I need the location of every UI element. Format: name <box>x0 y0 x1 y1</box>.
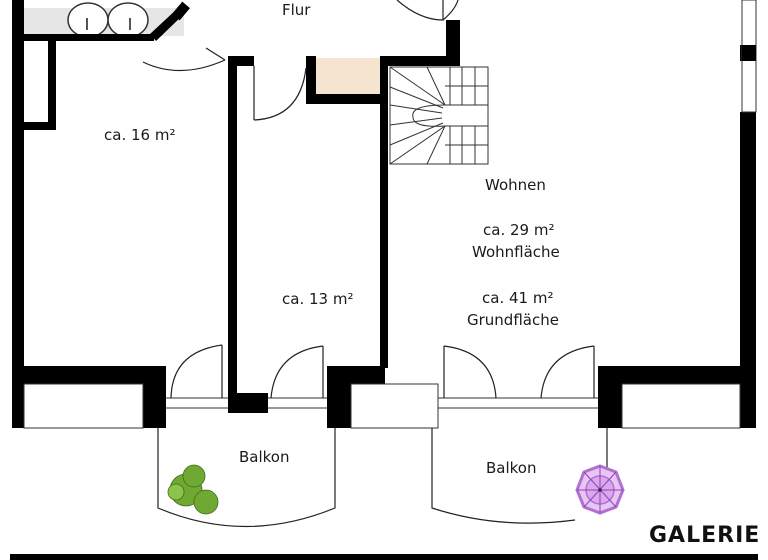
floor-area-value: ca. 41 m² <box>482 289 554 307</box>
balcony-right-label: Balkon <box>486 459 537 477</box>
room-name-wohnen: Wohnen <box>485 176 546 194</box>
plant-icon <box>167 464 219 515</box>
walls <box>10 0 758 560</box>
section-label-galerie: GALERIE <box>649 523 761 548</box>
living-area-label: Wohnfläche <box>472 243 560 261</box>
living-area-value: ca. 29 m² <box>483 221 555 239</box>
floor-area-label: Grundfläche <box>467 311 559 329</box>
patio-table-icon <box>575 464 625 515</box>
staircase <box>389 66 489 165</box>
bathroom-counter <box>24 2 184 38</box>
balcony-left-label: Balkon <box>239 448 290 466</box>
door-swings <box>142 0 595 399</box>
room-area-middle: ca. 13 m² <box>282 290 354 308</box>
storage-closet <box>316 58 380 94</box>
room-name-flur: Flur <box>282 1 311 19</box>
room-area-left: ca. 16 m² <box>104 126 176 144</box>
window-sills <box>23 383 741 429</box>
balconies <box>157 428 608 528</box>
